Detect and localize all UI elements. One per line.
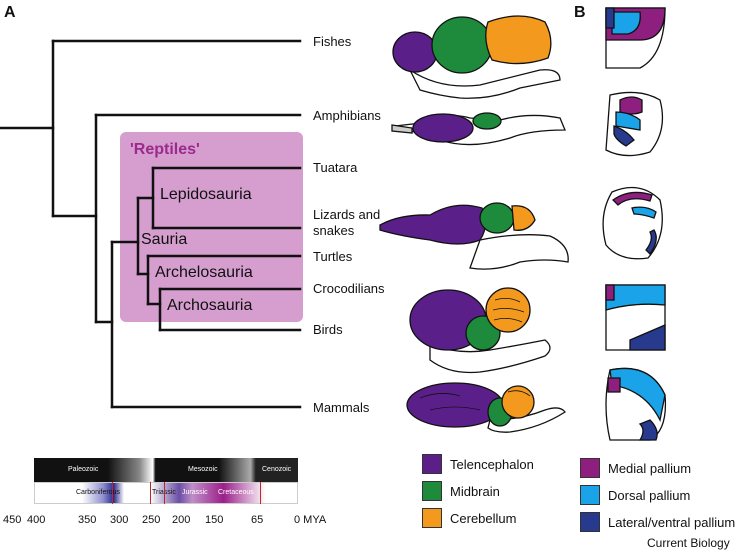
timeline-marker (150, 482, 151, 504)
legend-swatch (580, 458, 600, 478)
tick-150: 150 (205, 514, 224, 526)
tick-350: 350 (78, 514, 97, 526)
period-triassic: Triassic (152, 489, 176, 496)
bird-brain-section (605, 284, 666, 351)
taxon-mammals: Mammals (313, 400, 370, 415)
legend-label: Lateral/ventral pallium (608, 514, 736, 530)
legend-lateral-ventral-pallium: Lateral/ventral pallium (580, 512, 735, 532)
era-paleozoic: Paleozoic (68, 466, 99, 473)
clade-archelosauria: Archelosauria (155, 264, 253, 281)
clade-archosauria: Archosauria (167, 297, 253, 314)
mammal-brain-drawing (406, 382, 566, 433)
legend-label: Cerebellum (450, 510, 517, 526)
legend-swatch (580, 512, 600, 532)
tick-200: 200 (172, 514, 191, 526)
tick-65: 65 (251, 514, 264, 526)
timeline-marker (260, 482, 261, 504)
tick-250: 250 (142, 514, 161, 526)
era-band (34, 458, 298, 482)
tick-450: 450 (3, 514, 22, 526)
clade-sauria: Sauria (141, 231, 188, 248)
amphibian-brain-drawing (391, 112, 566, 146)
period-band (34, 482, 298, 504)
legend-swatch (422, 481, 442, 501)
legend-swatch (422, 454, 442, 474)
legend-telencephalon: Telencephalon (422, 454, 534, 474)
legend-cerebellum: Cerebellum (422, 508, 516, 528)
legend-dorsal-pallium: Dorsal pallium (580, 485, 690, 505)
timeline-marker (112, 482, 113, 504)
geologic-timeline: Paleozoic Mesozoic Cenozoic Carboniferou… (34, 458, 298, 504)
legend-label: Midbrain (450, 483, 500, 499)
era-mesozoic: Mesozoic (188, 466, 218, 473)
legend-swatch (580, 485, 600, 505)
taxon-crocodilians: Crocodilians (313, 281, 385, 296)
taxon-lizards-line1: Lizards and (313, 207, 381, 222)
fish-brain-section (605, 7, 666, 69)
legend-midbrain: Midbrain (422, 481, 500, 501)
legend-label: Dorsal pallium (608, 487, 691, 503)
taxon-amphibians: Amphibians (313, 108, 381, 123)
taxon-fishes: Fishes (313, 34, 352, 49)
period-cretaceous: Cretaceous (218, 489, 254, 496)
period-carboniferous: Carboniferous (76, 489, 120, 496)
panel-label-b: B (574, 4, 586, 21)
taxon-birds: Birds (313, 322, 343, 337)
bird-brain-drawing (409, 287, 551, 374)
clade-lepidosauria: Lepidosauria (160, 186, 252, 203)
amphibian-brain-section (605, 91, 664, 157)
period-jurassic: Jurassic (182, 489, 208, 496)
reptiles-label: 'Reptiles' (130, 141, 200, 158)
taxon-tuatara: Tuatara (313, 160, 358, 175)
panel-label-a: A (4, 4, 16, 21)
legend-label: Medial pallium (608, 460, 692, 476)
fish-brain-drawing (392, 15, 561, 99)
lizard-brain-section (602, 186, 663, 260)
tick-300: 300 (110, 514, 129, 526)
taxon-lizards-and-snakes: Lizards and snakes (313, 207, 380, 239)
legend-label: Telencephalon (450, 456, 534, 472)
lizard-brain-drawing (379, 202, 569, 270)
journal-credit: Current Biology (647, 536, 730, 550)
tick-0-mya: 0 MYA (294, 514, 327, 526)
legend-swatch (422, 508, 442, 528)
mammal-brain-section (605, 367, 667, 441)
taxon-lizards-line2: snakes (313, 223, 355, 238)
timeline-marker (164, 482, 165, 504)
tick-400: 400 (27, 514, 46, 526)
era-cenozoic: Cenozoic (262, 466, 292, 473)
taxon-turtles: Turtles (313, 249, 353, 264)
legend-medial-pallium: Medial pallium (580, 458, 691, 478)
